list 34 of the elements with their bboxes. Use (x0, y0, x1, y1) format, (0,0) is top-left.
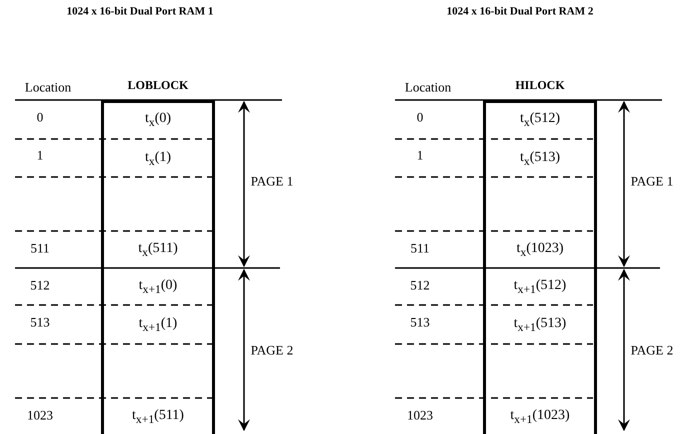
memory-word: t$_{x+1}$(512) (514, 278, 566, 296)
memory-word: t$_{x}$(513) (520, 150, 560, 168)
memory-word: t$_{x+1}$(511) (132, 408, 184, 426)
address-label: 512 (30, 278, 50, 292)
memory-word: t$_{x}$(1023) (516, 241, 564, 259)
memory-word: t$_{x+1}$(1023) (510, 408, 570, 426)
memory-word: t$_{x+1}$(0) (138, 278, 178, 296)
address-label: 0 (36, 110, 44, 124)
block-heading: HILOCK (514, 78, 566, 93)
address-label: 1023 (27, 408, 53, 422)
address-label: 512 (410, 278, 430, 292)
address-label: 0 (416, 110, 424, 124)
address-label: 513 (30, 316, 50, 328)
memory-word: t$_{x+1}$(1) (138, 316, 178, 334)
memory-word: t$_{x}$(0) (144, 111, 172, 129)
address-label: 511 (30, 242, 50, 254)
memory-word: t$_{x}$(1) (144, 150, 172, 168)
address-label: 513 (410, 316, 430, 328)
ram-heading: 1024 x 16-bit Dual Port RAM 1 (66, 6, 214, 18)
column-heading: Location (404, 80, 452, 94)
column-heading: Location (24, 80, 72, 94)
address-label: 1 (416, 148, 424, 162)
memory-word: t$_{x+1}$(513) (514, 316, 566, 334)
ram-heading: 1024 x 16-bit Dual Port RAM 2 (446, 6, 594, 18)
page-label: PAGE 2 (250, 344, 294, 356)
block-heading: LOBLOCK (126, 78, 190, 93)
page-label: PAGE 1 (250, 174, 294, 188)
address-label: 511 (410, 242, 430, 254)
page-label: PAGE 1 (630, 174, 674, 188)
address-label: 1 (36, 148, 44, 162)
page-label: PAGE 2 (630, 344, 674, 356)
memory-word: t$_{x}$(511) (138, 241, 178, 259)
memory-word: t$_{x}$(512) (520, 111, 560, 129)
address-label: 1023 (407, 408, 433, 422)
